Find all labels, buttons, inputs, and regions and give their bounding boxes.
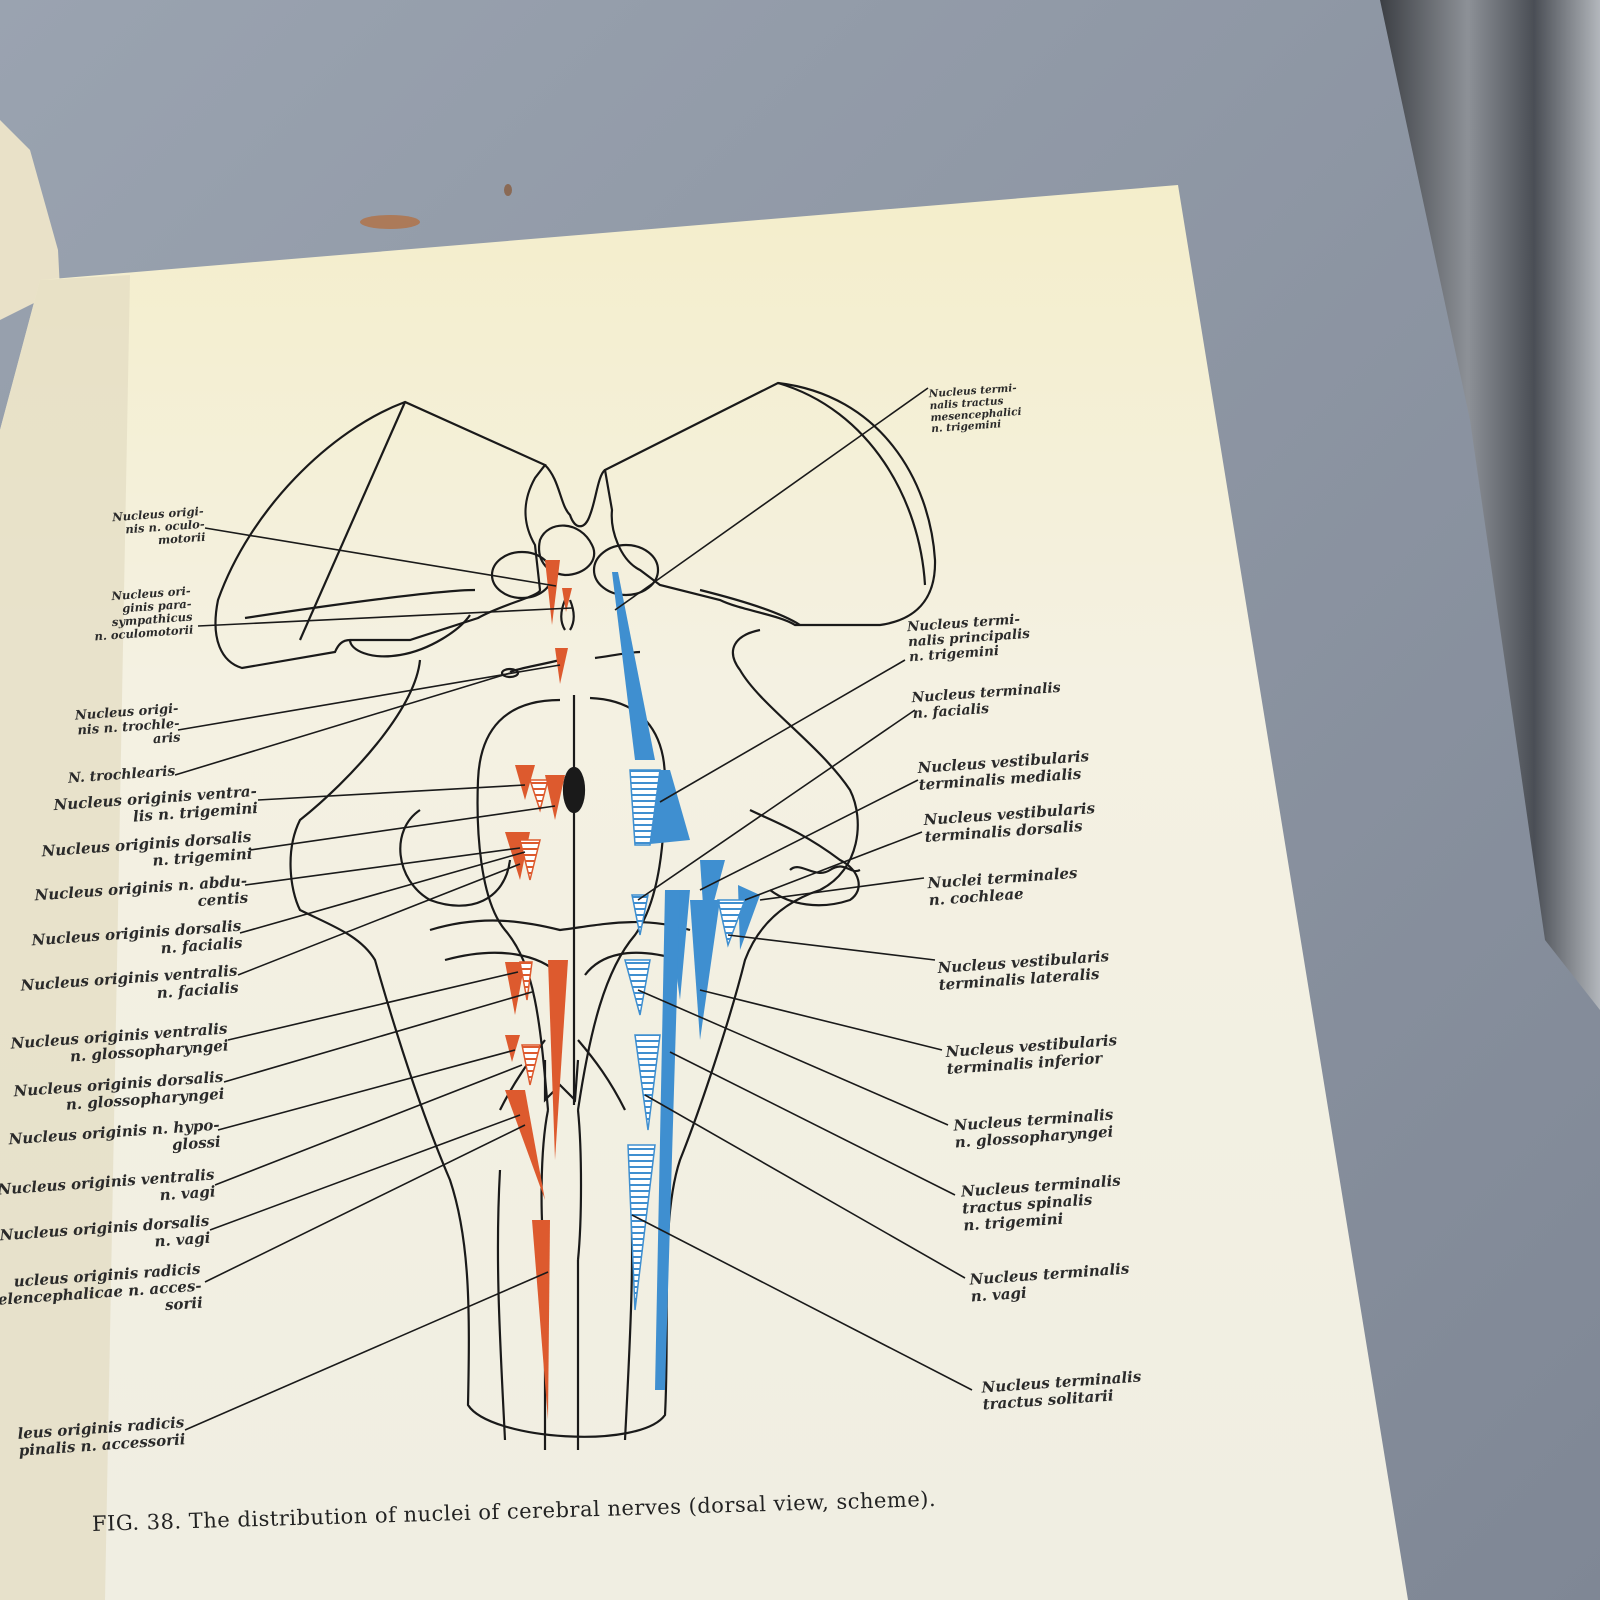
label-trochlear-nucleus: Nucleus origi-nis n. trochle-aris — [74, 701, 182, 748]
label-oculomotor: Nucleus origi-nis n. oculo-motorii — [112, 503, 207, 547]
left-page — [0, 120, 60, 320]
sensory-nuclei — [612, 572, 760, 1390]
page-stain — [360, 215, 420, 229]
page-stain — [504, 184, 512, 196]
page-shadow — [0, 275, 130, 1600]
fabric-edge — [1380, 0, 1600, 1010]
leader-lines — [174, 387, 973, 1431]
